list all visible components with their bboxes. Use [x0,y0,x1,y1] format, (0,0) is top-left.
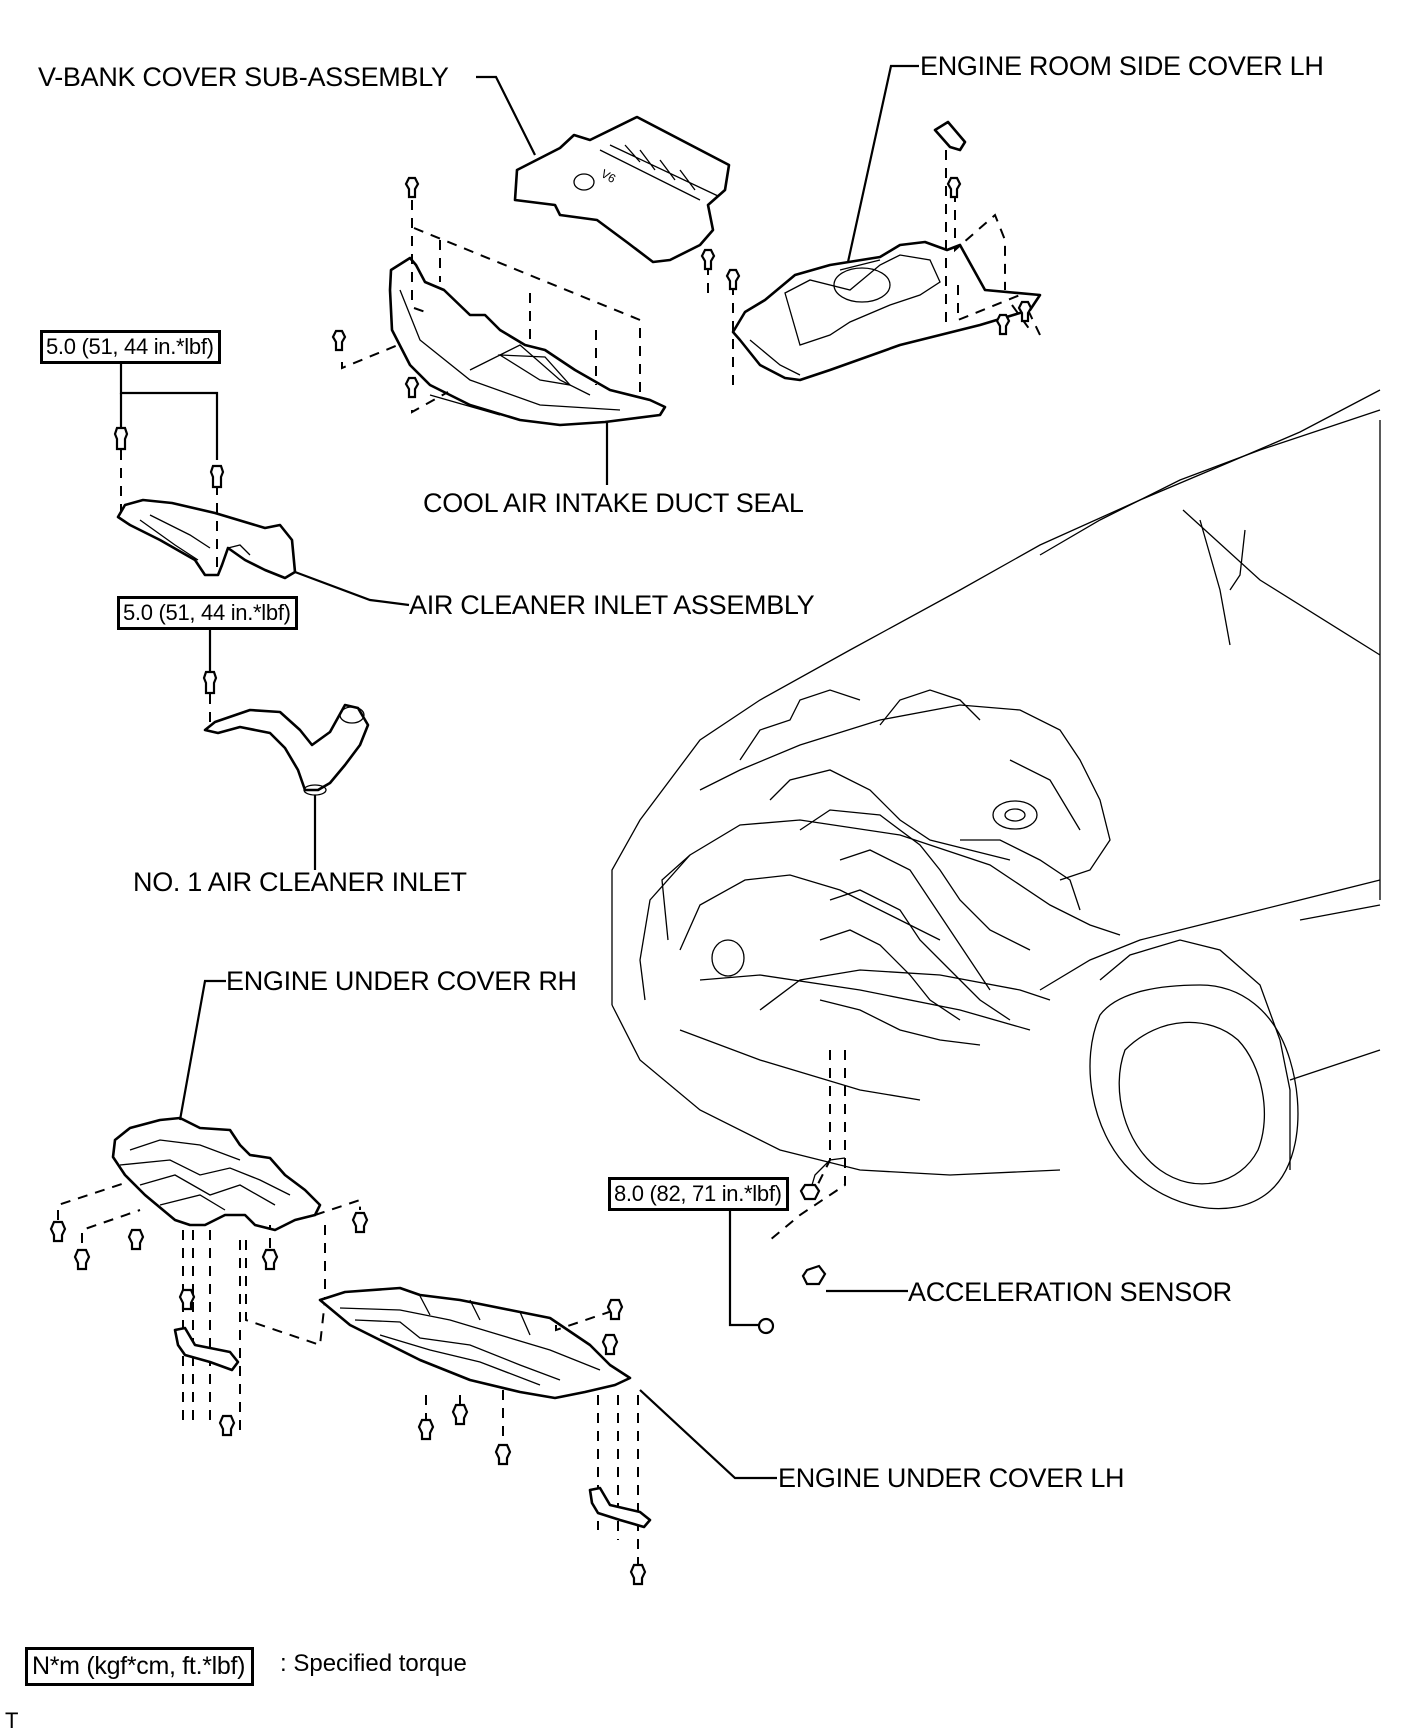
v-bank-leader-line [476,75,536,156]
corner-mark: T [5,1708,19,1733]
engine-under-cover-lh-leader-line [639,1389,777,1480]
air-cleaner-inlet-assembly-torque-leads [113,362,225,568]
engine-under-cover-rh-leader-line [178,979,226,1121]
part-label-no1-air-cleaner-inlet: NO. 1 AIR CLEANER INLET [133,867,467,897]
acceleration-sensor-part [769,1050,846,1286]
cool-air-duct-dashes [341,200,641,414]
air-cleaner-inlet-assembly-part [116,498,297,580]
v6-emblem: V6 [599,166,619,186]
engine-under-cover-rh-clips [49,1211,369,1437]
engine-room-side-cover-dashes [707,150,1041,390]
torque-spec-acceleration-sensor: 8.0 (82, 71 in.*lbf) [608,1177,789,1211]
torque-spec-air-cleaner-inlet-assembly: 5.0 (51, 44 in.*lbf) [40,330,221,364]
vehicle-front-outline [611,389,1381,1210]
part-label-cool-air-intake-duct-seal: COOL AIR INTAKE DUCT SEAL [423,488,804,518]
cool-air-intake-duct-seal-part [388,256,667,427]
acceleration-sensor-torque-lead [728,1210,775,1335]
legend-torque-units-box: N*m (kgf*cm, ft.*lbf) [25,1647,255,1686]
engine-room-side-cover-lh-part [731,120,1042,382]
engine-under-cover-lh-part [318,1286,632,1400]
engine-under-cover-lh-clips [417,1298,652,1586]
engine-under-cover-rh-part [111,1116,322,1232]
engine-room-side-cover-clips [700,176,1033,336]
no1-air-cleaner-inlet-torque-leads [202,628,218,728]
legend-description: : Specified torque [280,1650,467,1677]
torque-spec-no1-air-cleaner-inlet: 5.0 (51, 44 in.*lbf) [117,596,298,630]
part-label-air-cleaner-inlet-assembly: AIR CLEANER INLET ASSEMBLY [409,590,815,620]
part-label-v-bank-cover: V-BANK COVER SUB-ASSEMBLY [38,62,449,92]
no1-air-cleaner-inlet-part [203,703,370,796]
part-label-acceleration-sensor: ACCELERATION SENSOR [908,1277,1232,1307]
part-label-engine-under-cover-lh: ENGINE UNDER COVER LH [778,1463,1125,1493]
part-label-engine-room-side-cover-lh: ENGINE ROOM SIDE COVER LH [920,51,1324,81]
v-bank-cover-part: V6 [513,115,731,264]
air-cleaner-inlet-assembly-leader-line [294,570,410,607]
cool-air-duct-clips [331,176,420,399]
part-label-engine-under-cover-rh: ENGINE UNDER COVER RH [226,966,577,996]
engine-room-side-cover-leader-line [846,64,919,263]
